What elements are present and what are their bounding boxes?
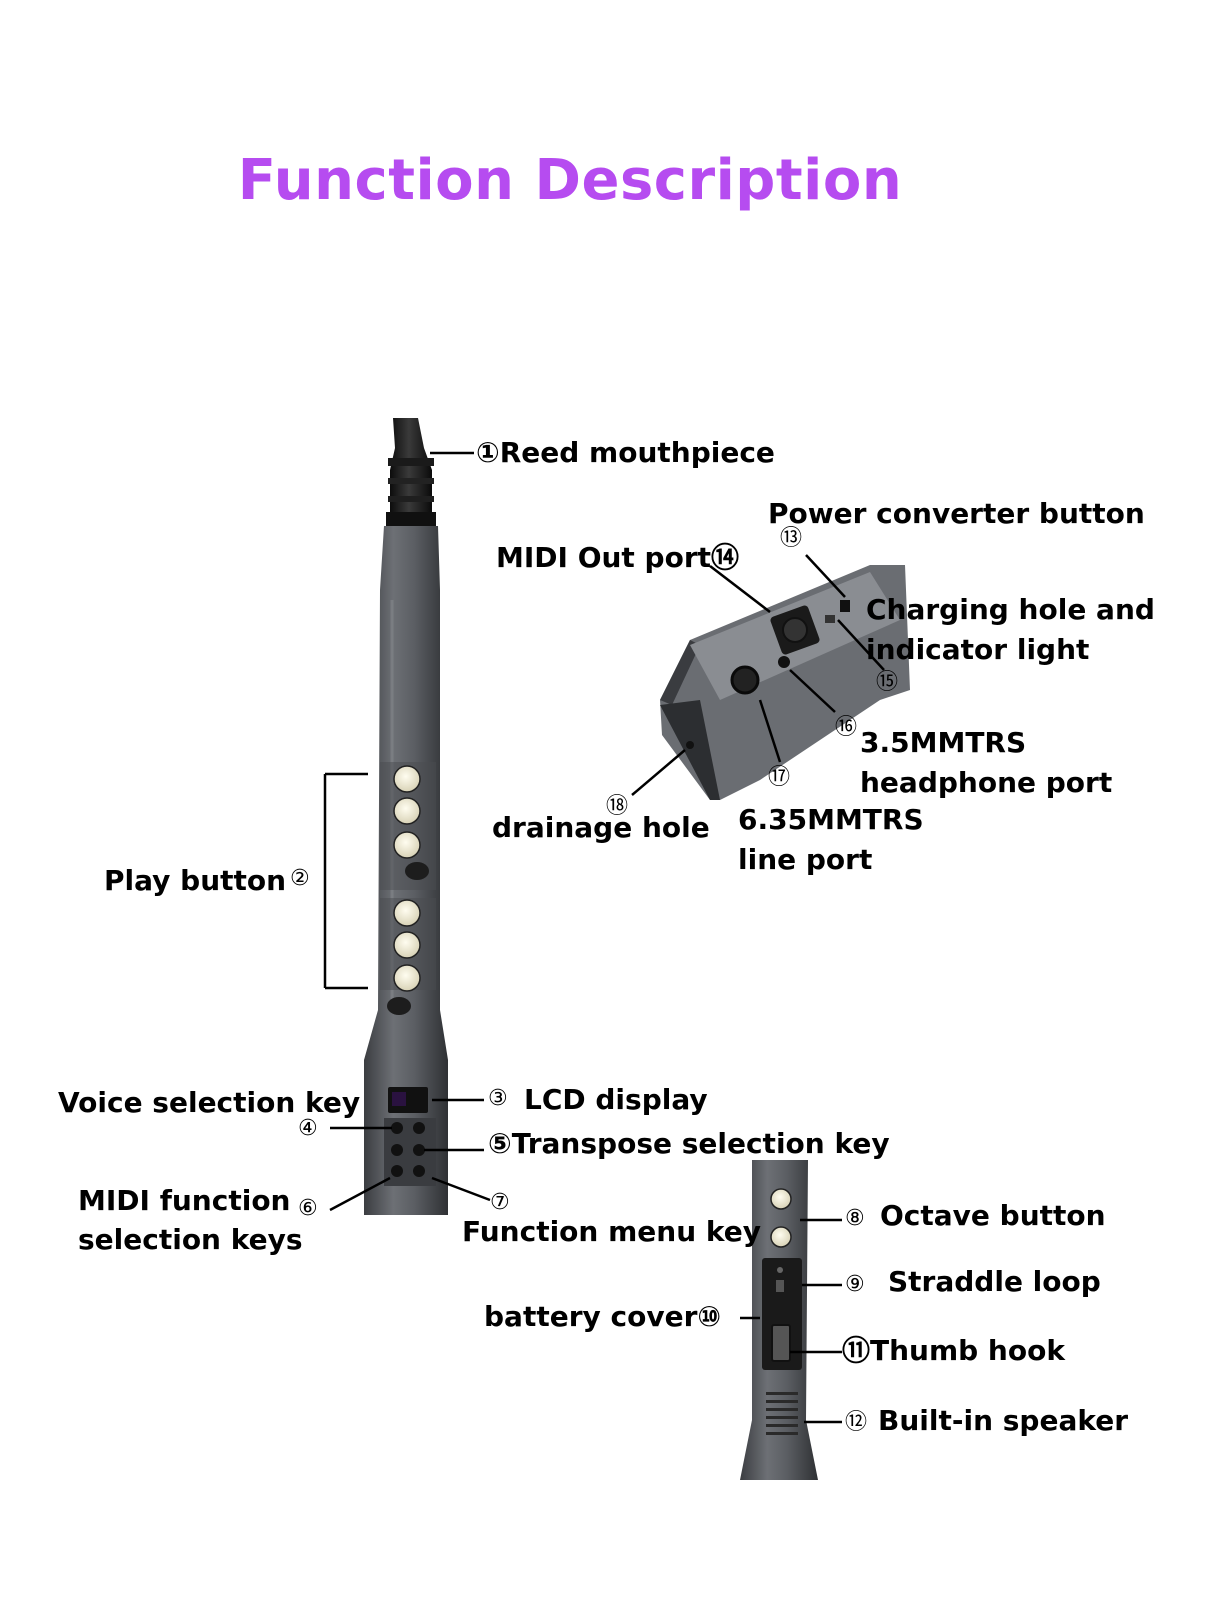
number-9: ⑨ — [845, 1272, 865, 1297]
play-key-5 — [393, 899, 421, 927]
speaker-grille — [766, 1392, 798, 1435]
label-thumb-hook: ⑪Thumb hook — [842, 1334, 1065, 1367]
label-play-button: Play button — [104, 864, 287, 897]
label-voice-selection-key: Voice selection key — [58, 1086, 361, 1119]
play-key-7 — [393, 964, 421, 992]
number-15: ⑮ — [876, 670, 899, 695]
play-key-1 — [393, 765, 421, 793]
label-midi-function-line1: MIDI function — [78, 1184, 291, 1217]
play-key-4-dark — [405, 862, 429, 880]
number-2: ② — [290, 866, 310, 891]
label-function-menu-key: Function menu key — [462, 1215, 761, 1248]
number-16: ⑯ — [835, 715, 858, 740]
play-key-3 — [393, 831, 421, 859]
label-line-port-line2: line port — [738, 843, 873, 876]
label-battery-cover: battery cover⑩ — [484, 1300, 722, 1333]
number-3: ③ — [488, 1086, 508, 1111]
label-octave-button: Octave button — [880, 1199, 1106, 1232]
number-6: ⑥ — [298, 1196, 318, 1221]
thumb-hook-shape — [771, 1324, 791, 1362]
label-charging-hole-line2: indicator light — [866, 633, 1090, 666]
port-end-inset — [660, 565, 910, 800]
label-headphone-port-line1: 3.5MMTRS — [860, 726, 1027, 759]
play-keys — [380, 762, 436, 1015]
leader-lines — [323, 451, 885, 1424]
number-7: ⑦ — [490, 1190, 510, 1215]
number-17: ⑰ — [768, 765, 791, 790]
play-key-8-dark — [387, 997, 411, 1015]
label-transpose-selection-key: ⑤Transpose selection key — [488, 1127, 890, 1160]
play-key-6 — [393, 931, 421, 959]
number-13: ⑬ — [780, 526, 803, 551]
back-side-inset — [740, 1160, 818, 1480]
number-18: ⑱ — [606, 794, 629, 819]
number-4: ④ — [298, 1116, 318, 1141]
reed-mouthpiece-shape — [390, 418, 432, 525]
label-built-in-speaker: Built-in speaker — [878, 1404, 1129, 1437]
page-title: Function Description — [237, 148, 903, 213]
octave-key-2 — [770, 1226, 792, 1248]
number-8: ⑧ — [845, 1206, 865, 1231]
control-panel — [384, 1087, 436, 1186]
number-12: ⑫ — [845, 1410, 868, 1435]
octave-key-1 — [770, 1188, 792, 1210]
label-midi-function-line2: selection keys — [78, 1223, 303, 1256]
label-lcd-display: LCD display — [524, 1083, 708, 1116]
label-power-converter-button: Power converter button — [768, 497, 1145, 530]
label-drainage-hole: drainage hole — [492, 811, 710, 844]
label-line-port-line1: 6.35MMTRS — [738, 803, 924, 836]
label-midi-out-port: MIDI Out port⑭ — [496, 541, 740, 574]
label-straddle-loop: Straddle loop — [888, 1265, 1101, 1298]
label-charging-hole-line1: Charging hole and — [866, 593, 1155, 626]
label-headphone-port-line2: headphone port — [860, 766, 1113, 799]
play-key-2 — [393, 797, 421, 825]
label-reed-mouthpiece: ①Reed mouthpiece — [476, 436, 775, 469]
